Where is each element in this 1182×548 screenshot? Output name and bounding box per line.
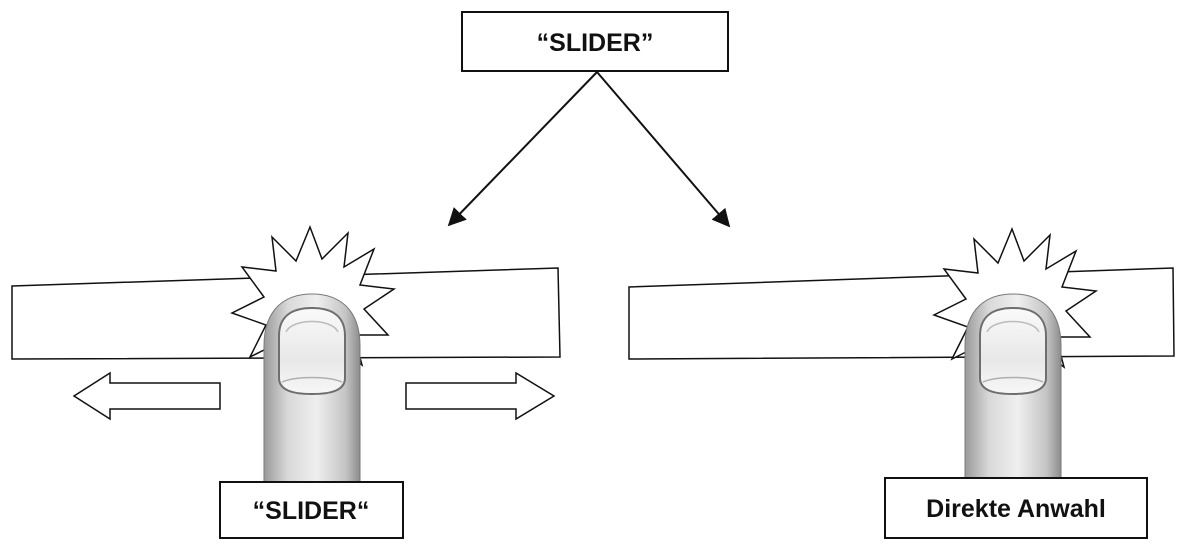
arrow-left-icon <box>72 371 221 421</box>
arrow-right-icon <box>405 371 556 421</box>
top-label-text: “SLIDER” <box>537 29 654 57</box>
left-label-text: “SLIDER“ <box>253 497 370 525</box>
connector-arrow-right <box>596 71 731 228</box>
right-label-box: Direkte Anwahl <box>884 477 1148 539</box>
right-label-text: Direkte Anwahl <box>926 495 1106 523</box>
right-slider-bar <box>628 267 1175 360</box>
left-label-box: “SLIDER“ <box>219 481 404 539</box>
left-slider-panel: “SLIDER“ <box>11 226 561 539</box>
top-label-box: “SLIDER” <box>461 11 729 72</box>
connector-arrow-left <box>447 71 598 227</box>
right-slider-panel: Direkte Anwahl <box>628 228 1175 539</box>
